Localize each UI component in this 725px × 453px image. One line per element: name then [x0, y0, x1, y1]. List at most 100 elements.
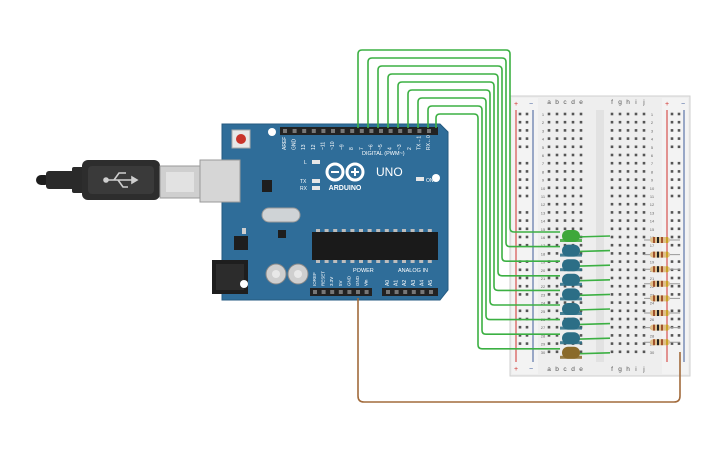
breadboard-hole[interactable]: [634, 170, 638, 173]
breadboard-hole[interactable]: [642, 120, 646, 124]
rail-hole[interactable]: [670, 317, 674, 321]
breadboard-hole[interactable]: [555, 153, 559, 157]
breadboard-hole[interactable]: [610, 334, 614, 337]
breadboard-hole[interactable]: [618, 243, 622, 247]
rail-hole[interactable]: [518, 211, 522, 214]
breadboard-hole[interactable]: [618, 137, 622, 140]
breadboard-hole[interactable]: [626, 309, 630, 313]
breadboard-hole[interactable]: [579, 120, 583, 124]
led[interactable]: [560, 303, 582, 315]
breadboard-hole[interactable]: [626, 342, 630, 345]
rail-hole[interactable]: [518, 186, 522, 190]
header-hole[interactable]: [356, 290, 360, 294]
breadboard-hole[interactable]: [634, 293, 638, 296]
resistor[interactable]: [644, 251, 680, 258]
breadboard-hole[interactable]: [571, 219, 575, 222]
breadboard-hole[interactable]: [547, 309, 551, 313]
rail-hole[interactable]: [525, 170, 529, 173]
breadboard-hole[interactable]: [579, 194, 583, 198]
breadboard-hole[interactable]: [634, 129, 638, 132]
breadboard-hole[interactable]: [634, 219, 638, 222]
header-hole[interactable]: [407, 129, 412, 133]
breadboard-hole[interactable]: [579, 153, 583, 157]
breadboard-hole[interactable]: [555, 301, 559, 304]
breadboard-hole[interactable]: [547, 235, 551, 239]
breadboard-hole[interactable]: [626, 350, 630, 354]
breadboard-hole[interactable]: [547, 284, 551, 288]
header-hole[interactable]: [429, 290, 433, 294]
breadboard-hole[interactable]: [555, 276, 559, 280]
header-hole[interactable]: [340, 129, 345, 133]
header-hole[interactable]: [398, 129, 403, 133]
breadboard-hole[interactable]: [610, 252, 614, 255]
breadboard-hole[interactable]: [571, 301, 575, 304]
breadboard-hole[interactable]: [618, 186, 622, 190]
breadboard-hole[interactable]: [618, 219, 622, 222]
breadboard-hole[interactable]: [642, 334, 646, 337]
header-hole[interactable]: [420, 290, 425, 294]
rail-hole[interactable]: [518, 120, 522, 124]
rail-hole[interactable]: [670, 260, 674, 263]
breadboard-hole[interactable]: [547, 194, 551, 198]
breadboard-hole[interactable]: [610, 170, 614, 173]
breadboard-hole[interactable]: [571, 120, 575, 124]
rail-hole[interactable]: [670, 178, 674, 181]
breadboard-hole[interactable]: [634, 350, 638, 354]
breadboard-hole[interactable]: [610, 260, 614, 263]
breadboard-hole[interactable]: [555, 170, 559, 173]
rail-hole[interactable]: [518, 137, 522, 140]
breadboard-hole[interactable]: [555, 243, 559, 247]
breadboard-hole[interactable]: [642, 202, 646, 206]
breadboard-hole[interactable]: [571, 112, 575, 116]
breadboard-hole[interactable]: [626, 293, 630, 296]
led[interactable]: [560, 346, 582, 359]
rail-hole[interactable]: [525, 235, 529, 239]
breadboard-hole[interactable]: [579, 161, 583, 165]
breadboard-hole[interactable]: [626, 260, 630, 263]
breadboard-hole[interactable]: [547, 161, 551, 165]
breadboard-hole[interactable]: [618, 235, 622, 239]
breadboard-hole[interactable]: [610, 276, 614, 280]
led-cathode-wires[interactable]: [575, 235, 611, 355]
led[interactable]: [560, 288, 582, 301]
header-hole[interactable]: [364, 290, 369, 294]
breadboard-hole[interactable]: [626, 186, 630, 190]
breadboard-hole[interactable]: [547, 202, 551, 206]
breadboard-hole[interactable]: [610, 219, 614, 222]
breadboard-hole[interactable]: [610, 178, 614, 181]
breadboard-hole[interactable]: [642, 186, 646, 190]
breadboard-hole[interactable]: [579, 227, 583, 231]
resistor[interactable]: [644, 310, 680, 316]
leds[interactable]: [560, 230, 582, 359]
breadboard-hole[interactable]: [642, 260, 646, 263]
breadboard-hole[interactable]: [547, 178, 551, 181]
rail-hole[interactable]: [670, 276, 674, 280]
rail-hole[interactable]: [518, 178, 522, 181]
breadboard-hole[interactable]: [547, 301, 551, 304]
breadboard-hole[interactable]: [634, 145, 638, 149]
header-hole[interactable]: [417, 129, 422, 133]
rail-hole[interactable]: [677, 276, 681, 280]
breadboard-hole[interactable]: [555, 268, 559, 272]
header-hole[interactable]: [411, 290, 416, 294]
rail-hole[interactable]: [525, 112, 529, 116]
breadboard-hole[interactable]: [571, 153, 575, 157]
reset-button[interactable]: [231, 129, 251, 149]
rail-hole[interactable]: [677, 161, 681, 165]
breadboard-hole[interactable]: [547, 325, 551, 329]
led[interactable]: [560, 273, 582, 286]
breadboard-hole[interactable]: [571, 178, 575, 181]
usb-cable[interactable]: [36, 160, 201, 200]
breadboard-hole[interactable]: [618, 227, 622, 231]
led-wire[interactable]: [575, 279, 611, 282]
breadboard-hole[interactable]: [571, 227, 575, 231]
breadboard-hole[interactable]: [618, 309, 622, 313]
breadboard-hole[interactable]: [579, 129, 583, 132]
rail-hole[interactable]: [670, 145, 674, 149]
resistor[interactable]: [644, 324, 680, 331]
ground-wire[interactable]: [357, 298, 681, 403]
led-wire[interactable]: [575, 293, 611, 297]
led[interactable]: [560, 317, 582, 330]
signal-wire[interactable]: [407, 89, 560, 306]
